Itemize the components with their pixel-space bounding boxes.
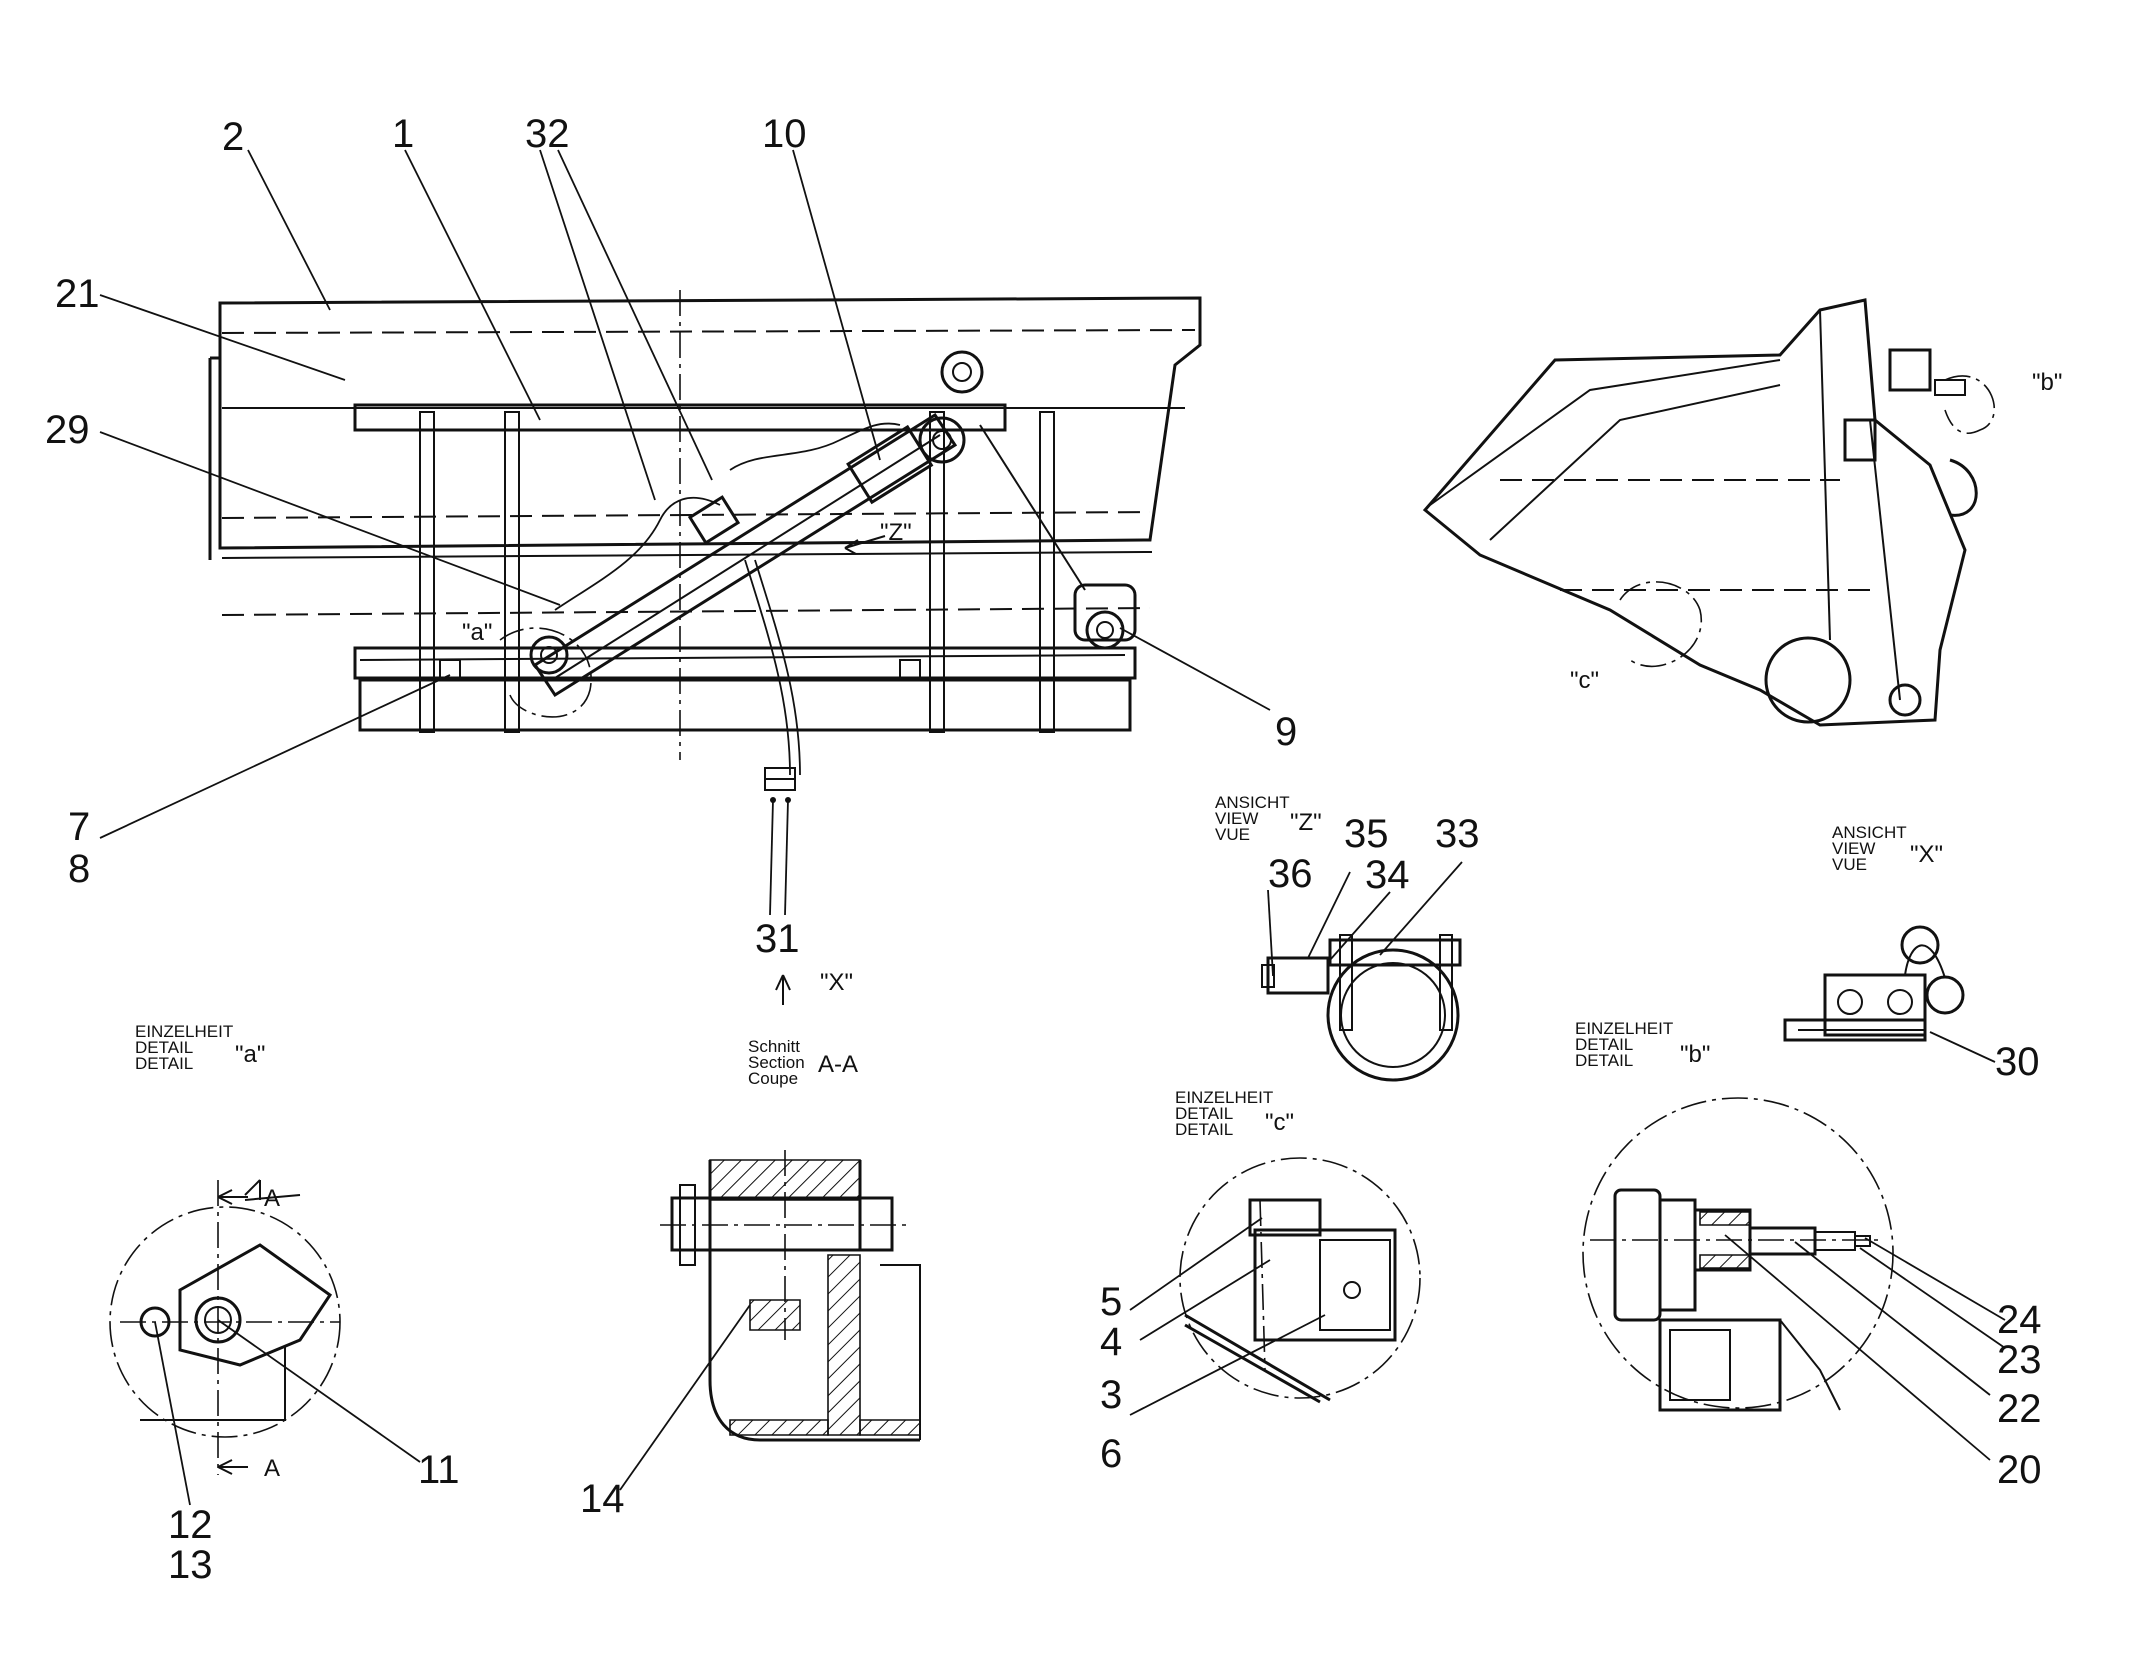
part-24: 24 [1997, 1298, 2042, 1342]
view-x: ANSICHT VIEW VUE "X" [1783, 823, 1965, 1042]
detail-a-line1: EINZELHEIT [135, 1022, 233, 1041]
hydraulic-cylinder [529, 412, 966, 776]
detail-b-tag: "b" [1680, 1041, 1710, 1068]
view-x-tag: "X" [1910, 841, 1943, 868]
section-tag: A-A [818, 1051, 858, 1078]
view-x-line1: ANSICHT [1832, 823, 1907, 842]
section-line3: Coupe [748, 1069, 798, 1088]
view-z-line2: VIEW [1215, 809, 1258, 828]
section-a-top-label: A [264, 1185, 280, 1212]
part-34: 34 [1365, 853, 1410, 897]
detail-b-line1: EINZELHEIT [1575, 1019, 1673, 1038]
detail-c-marker: "c" [1570, 667, 1599, 694]
part-35: 35 [1344, 812, 1389, 856]
detail-c-line2: DETAIL [1175, 1104, 1233, 1123]
part-33: 33 [1435, 812, 1480, 856]
view-z-line3: VUE [1215, 825, 1250, 844]
part-31: 31 [755, 917, 800, 961]
part-11: 11 [418, 1448, 460, 1492]
view-z-line1: ANSICHT [1215, 793, 1290, 812]
part-30: 30 [1995, 1040, 2040, 1084]
part-12: 12 [168, 1503, 213, 1547]
detail-a-tag: "a" [235, 1041, 265, 1068]
part-6: 6 [1100, 1432, 1122, 1476]
part-10: 10 [762, 112, 807, 156]
detail-c: EINZELHEIT DETAIL DETAIL "c" [1175, 1088, 1421, 1404]
part-2: 2 [222, 115, 244, 159]
detail-b-line2: DETAIL [1575, 1035, 1633, 1054]
view-z: ANSICHT VIEW VUE "Z" [1215, 793, 1462, 1082]
detail-b: EINZELHEIT DETAIL DETAIL "b" [1575, 1019, 1894, 1412]
detail-b-line3: DETAIL [1575, 1051, 1633, 1070]
part-29: 29 [45, 408, 90, 452]
view-z-tag: "Z" [1290, 809, 1322, 836]
leader-lines [99, 149, 2006, 1506]
detail-a: EINZELHEIT DETAIL DETAIL "a" A A [109, 1022, 341, 1482]
detail-a-marker: "a" [462, 619, 492, 646]
detail-c-line1: EINZELHEIT [1175, 1088, 1273, 1107]
section-aa: Schnitt Section Coupe A-A [660, 1037, 921, 1442]
part-9: 9 [1275, 710, 1297, 754]
detail-c-tag: "c" [1265, 1109, 1294, 1136]
part-20: 20 [1997, 1448, 2042, 1492]
detail-a-line3: DETAIL [135, 1054, 193, 1073]
section-a-bottom-label: A [264, 1455, 280, 1482]
view-x-marker: "X" [820, 969, 853, 996]
part-number-labels: 2 1 32 10 21 29 7 8 9 31 36 35 34 33 30 … [45, 112, 2042, 1587]
part-32: 32 [525, 112, 570, 156]
view-z-marker: "Z" [880, 519, 912, 546]
part-36: 36 [1268, 852, 1313, 896]
part-3: 3 [1100, 1373, 1122, 1417]
part-23: 23 [1997, 1338, 2042, 1382]
view-x-line3: VUE [1832, 855, 1867, 874]
part-7: 7 [68, 805, 90, 849]
part-4: 4 [1100, 1320, 1122, 1364]
detail-c-line3: DETAIL [1175, 1120, 1233, 1139]
bucket-front-view: "a" "Z" "X" [208, 290, 1202, 1005]
part-1: 1 [392, 112, 414, 156]
section-line2: Section [748, 1053, 805, 1072]
part-13: 13 [168, 1543, 213, 1587]
part-5: 5 [1100, 1280, 1122, 1324]
bucket-side-view: "b" "c" [1422, 298, 2062, 727]
part-14: 14 [580, 1477, 625, 1521]
section-line1: Schnitt [748, 1037, 800, 1056]
part-22: 22 [1997, 1387, 2042, 1431]
view-x-line2: VIEW [1832, 839, 1875, 858]
part-8: 8 [68, 847, 90, 891]
part-21: 21 [55, 272, 100, 316]
detail-a-line2: DETAIL [135, 1038, 193, 1057]
detail-b-marker: "b" [2032, 369, 2062, 396]
